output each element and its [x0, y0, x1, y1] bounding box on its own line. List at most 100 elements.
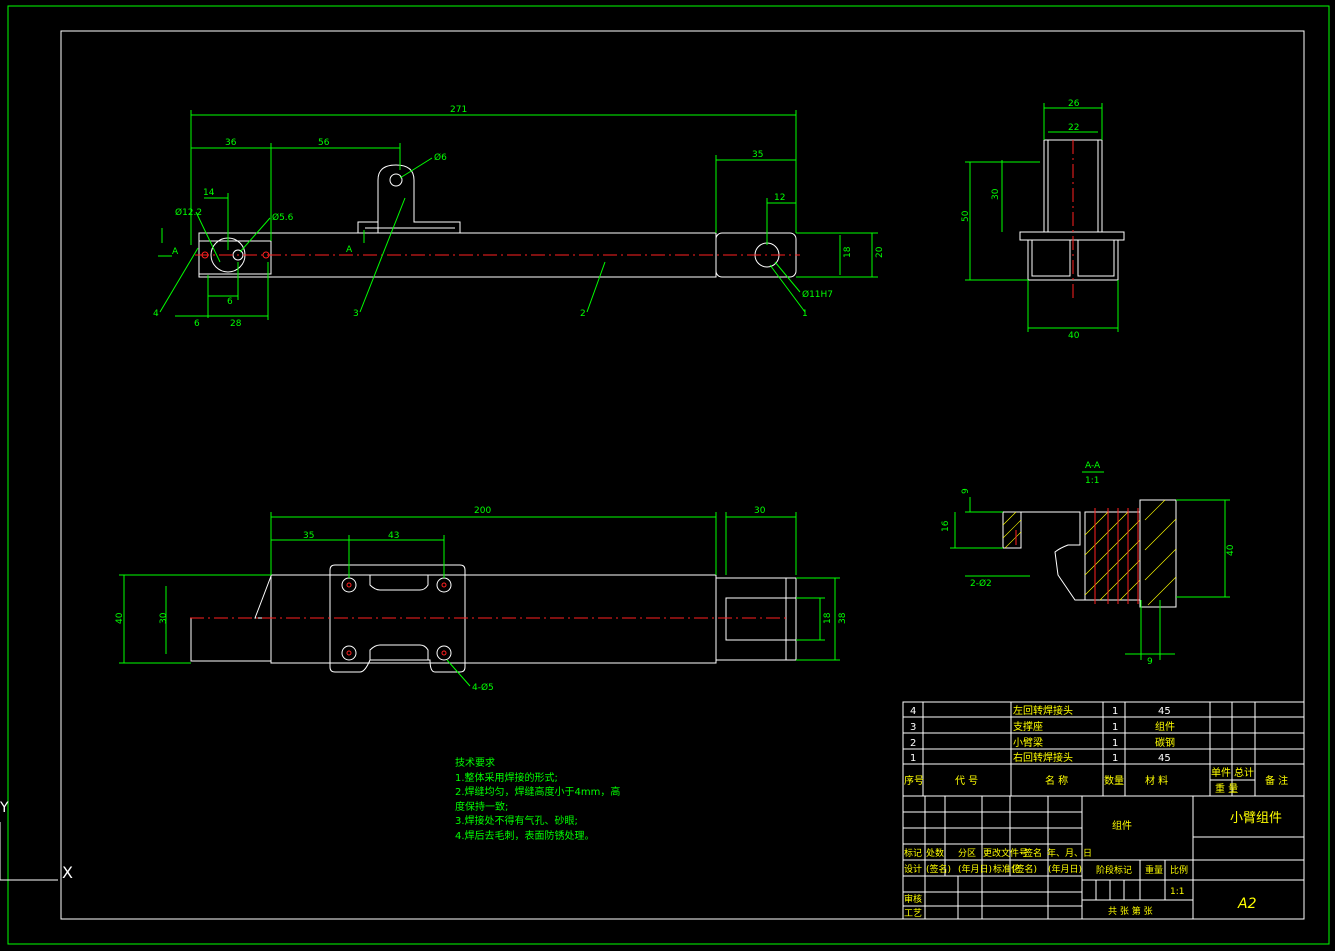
dim-271: 271 — [450, 105, 467, 115]
bom-table: 4 左回转焊接头 1 45 3 支撑座 1 组件 2 小臂梁 1 碳钢 1 右回… — [902, 701, 1305, 797]
dim-14: 14 — [203, 188, 215, 198]
dim-2-phi2: 2-Ø2 — [970, 578, 992, 589]
tech-note-2b: 度保持一致; — [455, 801, 509, 813]
dim-40b: 40 — [115, 612, 125, 624]
tb-review: 审核 — [904, 893, 922, 905]
bom-no-2: 2 — [910, 738, 916, 749]
tech-notes: 技术要求 1.整体采用焊接的形式; 2.焊缝均匀，焊缝高度小于4mm，高 度保持… — [455, 757, 620, 844]
side-view: 26 22 30 50 40 — [961, 99, 1125, 341]
tb-count: 处数 — [926, 847, 944, 859]
dim-30v: 30 — [159, 612, 169, 624]
dim-26: 26 — [1068, 99, 1080, 109]
dim-36: 36 — [225, 138, 237, 148]
dim-30: 30 — [991, 188, 1001, 200]
dim-200: 200 — [474, 506, 491, 516]
tb-sign2: (签名) — [926, 863, 951, 875]
dim-22: 22 — [1068, 123, 1079, 133]
bom-no-3: 3 — [910, 722, 916, 733]
dim-16: 16 — [941, 520, 951, 532]
bom-qty-3: 1 — [1112, 722, 1118, 733]
bom-mat-2: 碳钢 — [1155, 736, 1175, 749]
tb-weight: 重量 — [1145, 864, 1163, 876]
section-scale: 1:1 — [1085, 476, 1099, 486]
tb-sign3: (签名) — [1012, 863, 1037, 875]
dim-28: 28 — [230, 319, 242, 329]
tb-scale: 1:1 — [1170, 887, 1184, 897]
tb-date3: (年月日) — [1048, 863, 1082, 875]
tb-drawing-name: 小臂组件 — [1230, 811, 1282, 826]
dim-35: 35 — [752, 150, 763, 160]
tb-stage: 阶段标记 — [1096, 864, 1132, 876]
tb-std: 标准化 — [993, 863, 1020, 875]
bom-h-code: 代 号 — [955, 775, 978, 787]
top-view: 271 36 56 35 12 14 Ø12.2 Ø5.6 Ø6 6 6 28 … — [153, 105, 885, 329]
bom-qty-1: 1 — [1112, 753, 1118, 764]
balloon-3: 3 — [353, 309, 359, 319]
bom-mat-3: 组件 — [1155, 720, 1175, 733]
bom-name-4: 左回转焊接头 — [1013, 704, 1073, 717]
bom-h-total: 总计 — [1234, 766, 1254, 779]
bom-qty-4: 1 — [1112, 706, 1118, 717]
bom-name-3: 支撑座 — [1013, 720, 1043, 733]
tb-scale-lbl: 比例 — [1170, 864, 1188, 876]
dim-56: 56 — [318, 138, 330, 148]
dim-43: 43 — [388, 531, 399, 541]
tb-process: 工艺 — [904, 908, 922, 919]
dim-18: 18 — [843, 246, 853, 258]
bom-h-weight: 重 量 — [1215, 782, 1238, 795]
tb-design: 设计 — [904, 863, 922, 875]
tb-format: A2 — [1237, 896, 1257, 912]
bom-no-4: 4 — [910, 706, 916, 717]
dim-35b: 35 — [303, 531, 314, 541]
bom-h-name: 名 称 — [1045, 774, 1068, 787]
section-title: A-A — [1085, 461, 1101, 471]
support-bracket — [357, 164, 461, 233]
tech-note-2: 2.焊缝均匀，焊缝高度小于4mm，高 — [455, 787, 621, 798]
dim-phi5-6: Ø5.6 — [272, 212, 294, 223]
dim-50: 50 — [961, 210, 971, 222]
bom-qty-2: 1 — [1112, 738, 1118, 749]
section-mark-right: A — [346, 245, 353, 255]
bom-h-remark: 备 注 — [1265, 774, 1288, 787]
bottom-view: 200 30 35 43 40 30 18 38 4-Ø5 — [115, 506, 848, 693]
balloon-1: 1 — [802, 309, 808, 319]
bom-h-unit: 单件 — [1211, 767, 1231, 779]
dim-phi6: Ø6 — [434, 152, 447, 163]
tb-date: 年、月、日 — [1047, 847, 1092, 859]
ucs-x-label: X — [62, 863, 73, 882]
tech-note-3: 3.焊接处不得有气孔、砂眼; — [455, 816, 578, 827]
tb-mark: 标记 — [904, 847, 922, 859]
tb-date2: (年月日) — [958, 863, 992, 875]
dim-6a: 6 — [227, 297, 233, 307]
dim-40: 40 — [1068, 331, 1080, 341]
dim-phi11: Ø11H7 — [802, 289, 833, 300]
section-mark-left: A — [172, 247, 179, 257]
dim-4-phi5: 4-Ø5 — [472, 682, 494, 693]
title-block: 组件 小臂组件 标记 处数 分区 更改文件号 签名 年、月、日 设计 (签名) … — [902, 795, 1305, 920]
dim-phi12-2: Ø12.2 — [175, 207, 202, 218]
dim-30b: 30 — [754, 506, 766, 516]
inner-frame — [60, 30, 1305, 920]
bom-h-material: 材 料 — [1145, 774, 1168, 787]
dim-9: 9 — [961, 488, 971, 494]
bom-h-qty: 数量 — [1104, 774, 1124, 787]
balloon-2: 2 — [580, 309, 586, 319]
dim-38: 38 — [838, 612, 848, 624]
tb-change-doc: 更改文件号 — [983, 847, 1028, 859]
tb-sheets: 共 张 第 张 — [1108, 905, 1153, 917]
tb-zone: 分区 — [958, 848, 976, 859]
bom-mat-4: 45 — [1158, 706, 1171, 717]
tech-notes-title: 技术要求 — [455, 758, 495, 769]
bom-name-2: 小臂梁 — [1013, 736, 1043, 749]
outer-border — [7, 5, 1330, 945]
dim-6b: 6 — [194, 319, 200, 329]
bom-name-1: 右回转焊接头 — [1013, 751, 1073, 764]
dim-20: 20 — [875, 246, 885, 258]
bom-no-1: 1 — [910, 753, 916, 764]
bom-h-no: 序号 — [904, 774, 924, 787]
ucs-y-label: Y — [0, 800, 9, 816]
dim-40c: 40 — [1226, 544, 1236, 556]
left-joint — [198, 240, 272, 275]
dim-9b: 9 — [1147, 657, 1153, 667]
